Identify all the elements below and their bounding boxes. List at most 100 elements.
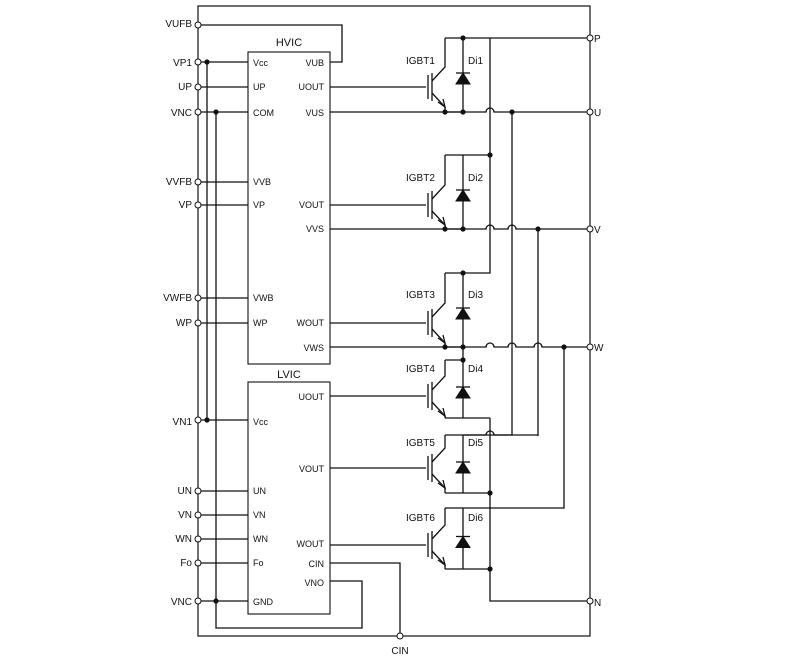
lvic-pin-vno: VNO (304, 578, 324, 588)
junction-dot (509, 109, 515, 115)
igbt6-collector (431, 508, 446, 540)
terminal-vn (194, 511, 202, 519)
hvic-pin-wout: WOUT (297, 318, 325, 328)
terminal-w (586, 343, 594, 351)
terminal-label-u: U (594, 108, 601, 119)
terminal-up (194, 83, 202, 91)
lvic-pin-cin: CIN (309, 559, 325, 569)
terminals (194, 21, 594, 640)
terminal-wp (194, 319, 202, 327)
cin-line (330, 562, 401, 636)
di3-label: Di3 (468, 290, 483, 301)
lvic-pin-vout: VOUT (299, 464, 325, 474)
igbt2-diode (455, 189, 471, 202)
igbt2-emitter-arrow (437, 216, 447, 227)
di1-label: Di1 (468, 56, 483, 67)
v-low-link (463, 430, 538, 436)
power-devices (427, 72, 471, 567)
terminal-label-vufb: VUFB (165, 19, 192, 30)
p-rail-drop-w (463, 38, 491, 274)
terminal-label-up: UP (178, 82, 192, 93)
hvic-pin-vub: VUB (305, 58, 324, 68)
hvic-pin-wp: WP (253, 318, 268, 328)
terminal-label-vp: VP (179, 200, 193, 211)
hvic-pin-uout: UOUT (299, 82, 325, 92)
igbt1-label: IGBT1 (406, 56, 435, 67)
lvic-pin-vn: VN (253, 510, 266, 520)
terminal-fo (194, 559, 202, 567)
lvic-title: LVIC (277, 369, 301, 381)
hvic-pin-vp: VP (253, 200, 265, 210)
lvic-pin-vcc: Vcc (253, 417, 269, 427)
igbt2-collector (431, 155, 446, 200)
terminal-label-un: UN (178, 486, 192, 497)
terminal-label-vn: VN (178, 510, 192, 521)
terminal-vn1 (194, 416, 202, 424)
lvic-pin-wn: WN (253, 534, 268, 544)
lvic-pin-gnd: GND (253, 597, 274, 607)
lvic-box (247, 381, 331, 615)
u-rail (330, 107, 590, 113)
terminal-label-vn1: VN1 (173, 417, 193, 428)
vufb-line (198, 24, 343, 63)
hvic-box (247, 51, 331, 365)
terminal-vnc-bottom (194, 597, 202, 605)
terminal-label-vwfb: VWFB (163, 293, 192, 304)
igbt4-emitter-arrow (437, 407, 447, 418)
terminal-label-wp: WP (176, 318, 192, 329)
hvic-pin-vout: VOUT (299, 200, 325, 210)
terminal-label-n: N (594, 598, 601, 609)
junction-dot (213, 598, 219, 604)
igbt5-label: IGBT5 (406, 438, 435, 449)
terminal-label-wn: WN (175, 534, 192, 545)
igbt5-emitter-arrow (437, 479, 447, 490)
igbt6-emitter-arrow (437, 556, 447, 567)
igbt3-diode (455, 307, 471, 320)
lvic-pin-fo: Fo (253, 558, 264, 568)
terminal-label-cin: CIN (391, 646, 408, 657)
terminal-label-vnc-top: VNC (171, 108, 192, 119)
terminal-label-v: V (594, 225, 601, 236)
terminal-label-p: P (594, 34, 601, 45)
igbt3-collector (431, 273, 446, 318)
hvic-pin-vwb: VWB (253, 293, 274, 303)
terminal-label-vnc-bottom: VNC (171, 597, 192, 608)
terminal-label-fo: Fo (180, 558, 192, 569)
hvic-pin-com: COM (253, 108, 274, 118)
terminal-label-w: W (594, 343, 604, 354)
terminal-vwfb (194, 294, 202, 302)
terminal-u (586, 108, 594, 116)
terminal-p (586, 34, 594, 42)
hvic-pin-up: UP (253, 82, 266, 92)
igbt1-collector (431, 38, 446, 82)
igbt3-emitter-arrow (437, 334, 447, 345)
di6-label: Di6 (468, 513, 483, 524)
lvic-pin-uout: UOUT (299, 392, 325, 402)
igbt3-label: IGBT3 (406, 290, 435, 301)
junction-dot (535, 226, 541, 232)
terminal-cin (396, 632, 404, 640)
igbt1-diode (455, 72, 471, 85)
terminal-n (586, 597, 594, 605)
di5-label: Di5 (468, 438, 483, 449)
hvic-pin-vvs: VVS (306, 224, 324, 234)
terminal-vnc-top (194, 108, 202, 116)
hvic-pin-vus: VUS (305, 108, 324, 118)
hvic-pin-vcc: Vcc (253, 58, 269, 68)
hvic-title: HVIC (276, 37, 302, 49)
igbt4-diode (455, 386, 471, 399)
junction-dot (487, 566, 493, 572)
n-rail (489, 418, 590, 602)
di4-label: Di4 (468, 364, 483, 375)
hvic-pin-vws: VWS (303, 343, 324, 353)
junction-dot (561, 344, 567, 350)
junction-dot (204, 59, 210, 65)
vnc-vno-bus (215, 112, 363, 629)
terminal-v (586, 225, 594, 233)
lvic-pin-wout: WOUT (297, 539, 325, 549)
lvic-pin-un: UN (253, 486, 266, 496)
w-drop (463, 347, 565, 509)
junction-dot (460, 270, 466, 276)
terminal-vp1 (194, 58, 202, 66)
